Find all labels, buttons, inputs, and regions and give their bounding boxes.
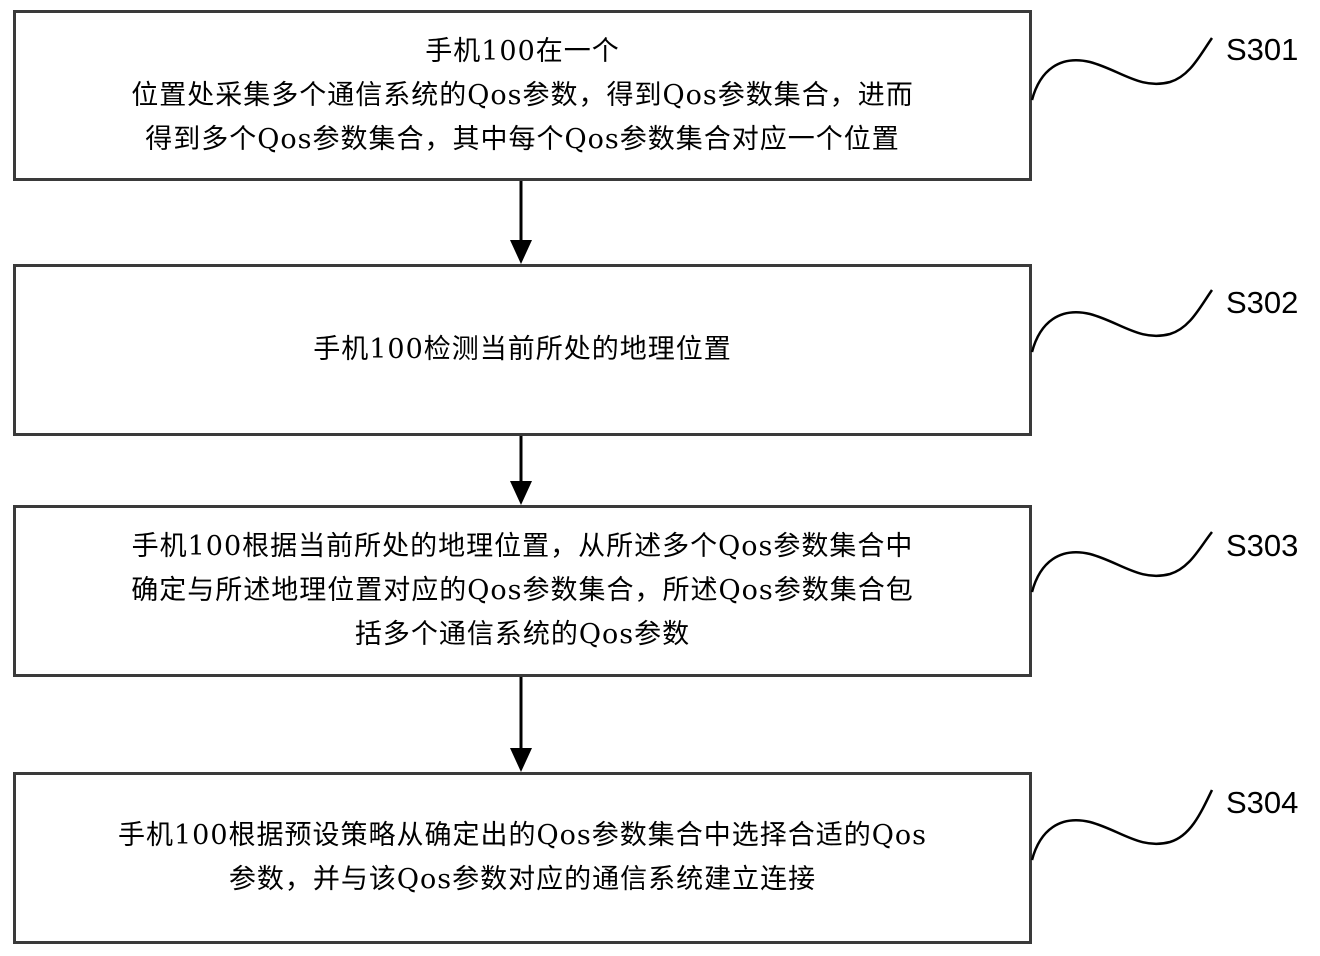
leader-curve-s303 — [1030, 531, 1213, 593]
step-box-s301: 手机100在一个 位置处采集多个通信系统的Qos参数，得到Qos参数集合，进而 … — [13, 10, 1032, 181]
leader-curve-s302 — [1030, 289, 1214, 353]
step-s304-text-line: 手机100根据预设策略从确定出的Qos参数集合中选择合适的Qos — [117, 820, 928, 851]
step-s302-text-line: 手机100检测当前所处的地理位置 — [313, 334, 732, 365]
step-s303-text-line: 确定与所述地理位置对应的Qos参数集合，所述Qos参数集合包 — [131, 575, 914, 606]
step-label-s304: S304 — [1226, 785, 1299, 820]
leader-curve-s301 — [1030, 37, 1214, 101]
step-box-s304: 手机100根据预设策略从确定出的Qos参数集合中选择合适的Qos 参数，并与该Q… — [13, 772, 1032, 944]
step-label-s302: S302 — [1226, 285, 1299, 320]
step-box-s302: 手机100检测当前所处的地理位置 — [13, 264, 1032, 436]
arrow-s303-to-s304 — [510, 677, 532, 772]
step-s301-text-line: 位置处采集多个通信系统的Qos参数，得到Qos参数集合，进而 — [131, 79, 914, 111]
step-s304-text-line: 参数，并与该Qos参数对应的通信系统建立连接 — [228, 864, 817, 895]
step-s303-text-line: 手机100根据当前所处的地理位置，从所述多个Qos参数集合中 — [131, 531, 914, 562]
step-label-s303: S303 — [1226, 528, 1299, 563]
step-s301-text-line: 得到多个Qos参数集合，其中每个Qos参数集合对应一个位置 — [145, 123, 900, 155]
step-label-s301: S301 — [1226, 32, 1299, 67]
step-s301-text-line: 手机100在一个 — [425, 35, 620, 67]
arrow-s302-to-s303 — [510, 436, 532, 505]
step-box-s303: 手机100根据当前所处的地理位置，从所述多个Qos参数集合中 确定与所述地理位置… — [13, 505, 1032, 677]
arrow-s301-to-s302 — [510, 181, 532, 264]
step-s303-text-line: 括多个通信系统的Qos参数 — [354, 619, 691, 650]
leader-curve-s304 — [1030, 789, 1214, 861]
